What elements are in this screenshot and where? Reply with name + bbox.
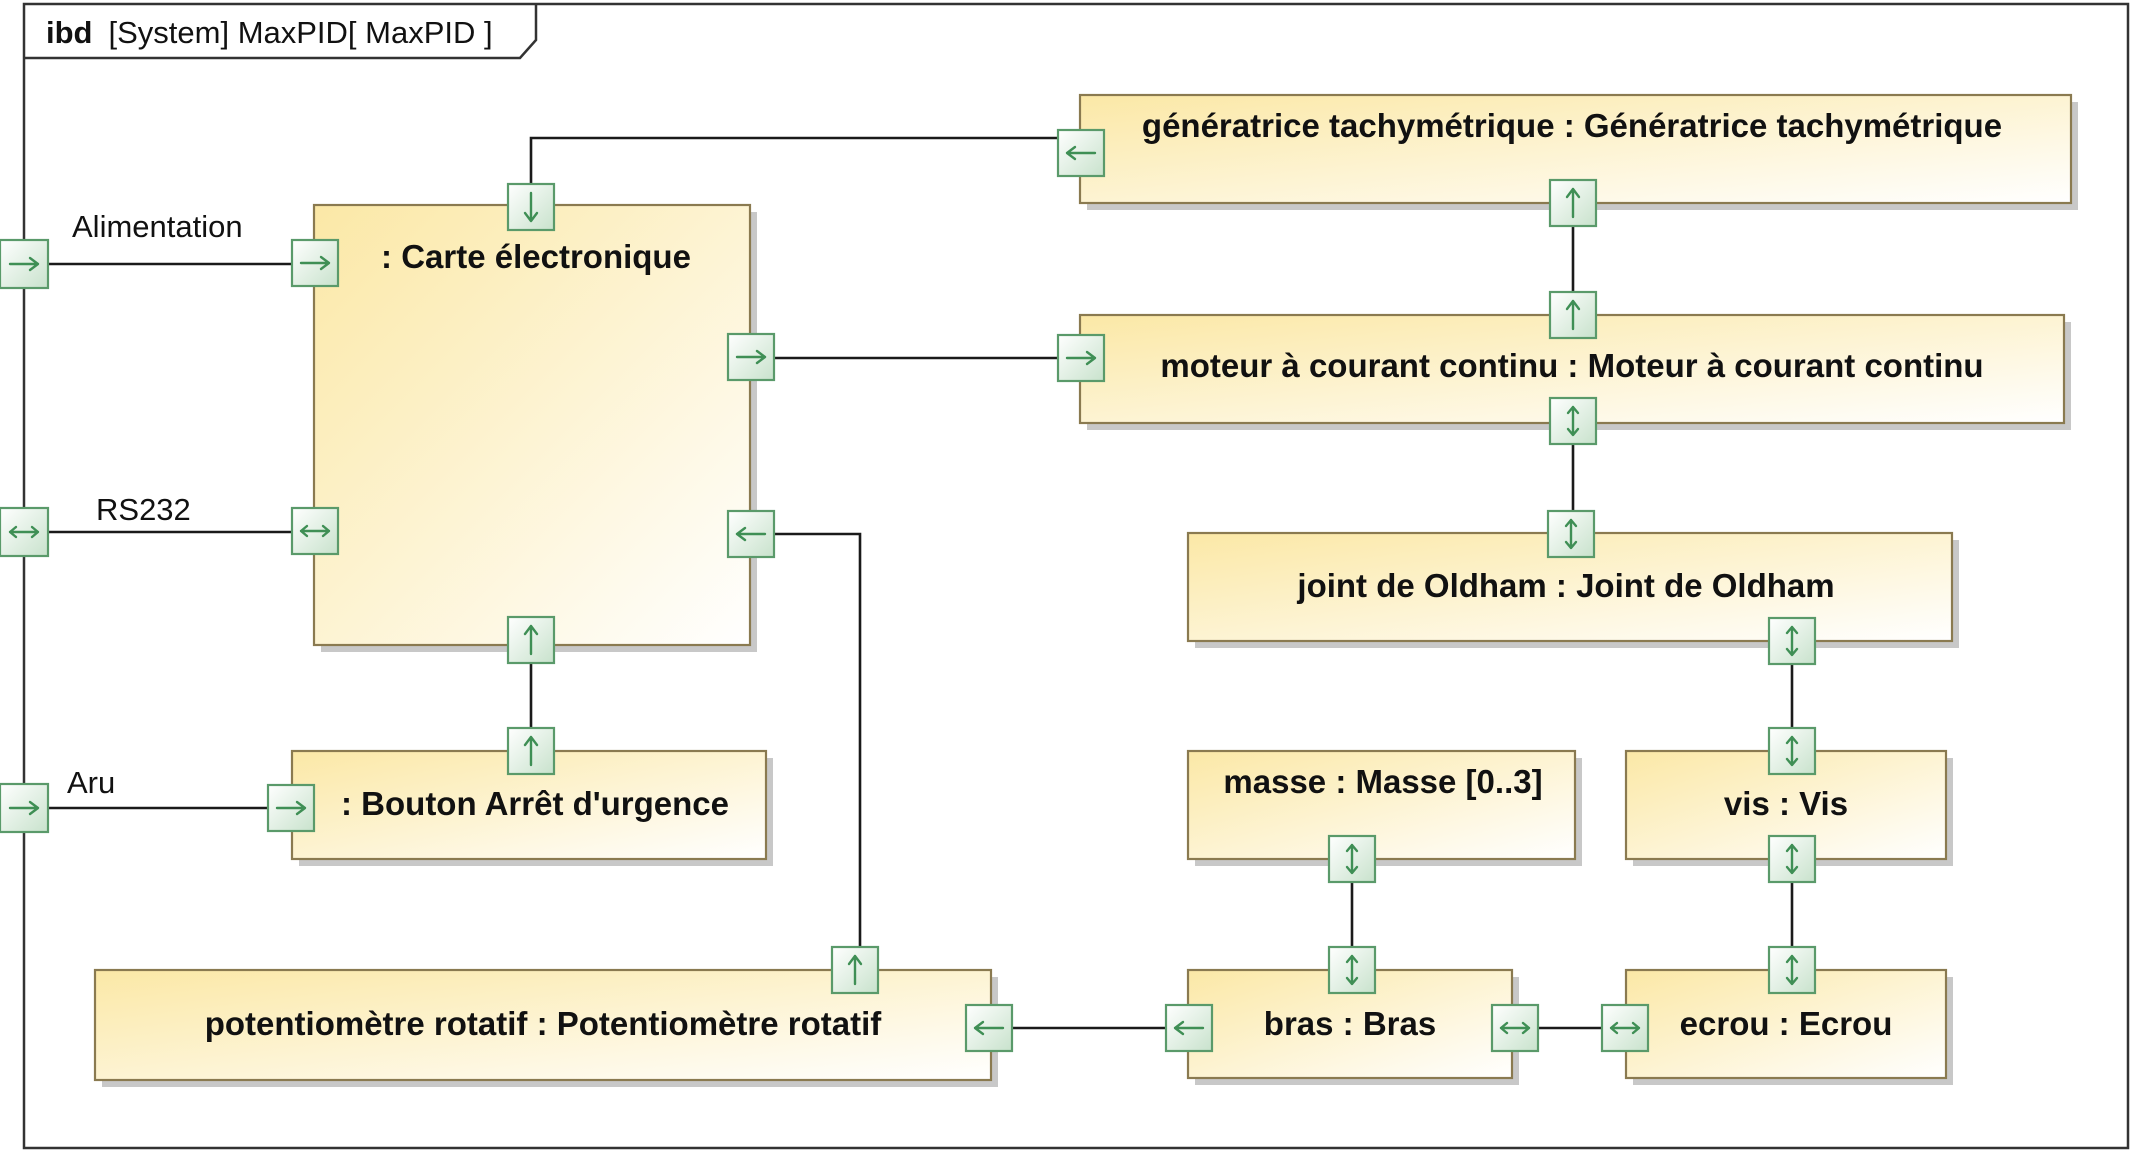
arrow-bidirectional-icon — [1345, 843, 1359, 875]
part-label-bras: bras : Bras — [1264, 1005, 1436, 1042]
part-label-masse: masse : Masse [0..3] — [1223, 763, 1542, 800]
part-label-joint: joint de Oldham : Joint de Oldham — [1296, 567, 1834, 604]
frame-title-text: ibd [System] MaxPID[ MaxPID ] — [46, 15, 493, 50]
part-masse[interactable] — [1186, 749, 1582, 866]
arrow-right-icon — [299, 255, 331, 271]
part-label-ecrou: ecrou : Ecrou — [1680, 1005, 1893, 1042]
part-labels: : Carte électronique génératrice tachymé… — [205, 107, 2002, 1042]
part-carte-electronique[interactable] — [312, 203, 757, 652]
arrow-bidirectional-icon — [1609, 1021, 1641, 1035]
arrow-right-icon — [8, 800, 40, 816]
flow-labels: Alimentation RS232 Aru — [67, 209, 243, 800]
arrow-right-icon — [275, 800, 307, 816]
part-label-vis: vis : Vis — [1724, 785, 1848, 822]
flow-label-alimentation: Alimentation — [72, 209, 243, 244]
arrow-up-icon — [847, 954, 863, 986]
port-moteur-bottom[interactable] — [1548, 396, 1598, 446]
arrow-left-icon — [1065, 145, 1097, 161]
port-arrows — [8, 145, 1799, 1036]
arrow-bidirectional-icon — [1785, 735, 1799, 767]
port-joint-bottom[interactable] — [1767, 616, 1817, 666]
part-label-carte: : Carte électronique — [381, 238, 691, 275]
arrow-right-icon — [1065, 350, 1097, 366]
arrow-left-icon — [973, 1020, 1005, 1036]
arrow-bidirectional-icon — [299, 524, 331, 538]
arrow-bidirectional-icon — [1566, 405, 1580, 437]
arrow-bidirectional-icon — [1785, 843, 1799, 875]
arrow-bidirectional-icon — [1785, 954, 1799, 986]
frame-keyword: ibd — [46, 15, 93, 50]
port-carte-rs232[interactable] — [290, 506, 340, 556]
arrow-up-icon — [1565, 299, 1581, 331]
arrow-down-icon — [523, 191, 539, 223]
port-bouton-aru[interactable] — [266, 783, 316, 833]
port-vis-top[interactable] — [1767, 726, 1817, 776]
part-label-moteur: moteur à courant continu : Moteur à cour… — [1160, 347, 1983, 384]
connector-carte-generatrice — [529, 136, 1058, 184]
arrow-bidirectional-icon — [1345, 954, 1359, 986]
part-label-bouton: : Bouton Arrêt d'urgence — [341, 785, 729, 822]
part-joint-oldham[interactable] — [1186, 531, 1959, 648]
part-bouton-arret[interactable] — [290, 749, 773, 866]
arrow-right-icon — [735, 349, 767, 365]
part-label-generatrice: génératrice tachymétrique : Génératrice … — [1142, 107, 2002, 144]
arrow-right-icon — [8, 256, 40, 272]
arrow-up-icon — [523, 624, 539, 656]
part-label-potentiometre: potentiomètre rotatif : Potentiomètre ro… — [205, 1005, 883, 1042]
arrow-bidirectional-icon — [1564, 518, 1578, 550]
flow-label-aru: Aru — [67, 765, 115, 800]
arrow-left-icon — [1173, 1020, 1205, 1036]
flow-label-rs232: RS232 — [96, 492, 191, 527]
frame-title: [System] MaxPID[ MaxPID ] — [109, 15, 493, 50]
arrow-bidirectional-icon — [8, 525, 40, 539]
connector-carte-potentiometre — [774, 532, 862, 950]
arrow-up-icon — [1565, 187, 1581, 219]
arrow-up-icon — [523, 735, 539, 767]
arrow-left-icon — [735, 526, 767, 542]
arrow-bidirectional-icon — [1785, 625, 1799, 657]
arrow-bidirectional-icon — [1499, 1021, 1531, 1035]
